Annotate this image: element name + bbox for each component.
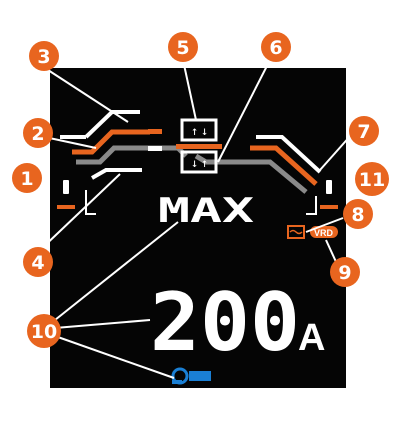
mode-text: MAX [158,191,255,231]
callout-11: 11 [355,162,389,196]
svg-text:5: 5 [176,37,189,59]
svg-text:↓: ↓ [191,156,198,170]
callout-2: 2 [23,118,53,148]
svg-text:10: 10 [31,321,57,343]
callout-9: 9 [330,257,360,287]
wire-feed-up-indicator: ↑ ↓ [176,118,222,149]
right-torch-icon [320,180,338,209]
svg-text:1: 1 [20,168,33,190]
right-bracket [306,196,317,215]
callout-10: 10 [27,314,61,348]
svg-text:9: 9 [338,262,351,284]
callout-8: 8 [343,199,373,229]
svg-text:7: 7 [357,121,370,143]
callout-6: 6 [261,32,291,62]
vrd-icon: VRD [310,226,338,238]
callout-badges: 1 2 3 4 5 6 7 8 9 10 11 [12,32,389,348]
current-value: 200 [150,276,300,369]
svg-text:6: 6 [269,37,282,59]
svg-text:↑: ↑ [191,124,198,138]
callout-7: 7 [349,116,379,146]
vrd-label: VRD [314,228,334,238]
svg-text:↑: ↑ [201,156,208,170]
left-bracket [85,190,96,215]
svg-text:4: 4 [31,252,44,274]
wire-feed-down-indicator: ↓ ↑ [180,150,218,174]
callout-5: 5 [168,32,198,62]
callout-3: 3 [29,41,59,71]
svg-text:11: 11 [359,169,385,191]
current-unit: A [298,317,325,359]
svg-text:3: 3 [37,46,50,68]
right-wire-path [194,135,322,194]
svg-text:2: 2 [31,123,44,145]
left-torch-icon [57,180,75,209]
svg-text:↓: ↓ [201,124,208,138]
callout-4: 4 [23,247,53,277]
water-cooling-icon [287,225,305,239]
callout-leaders [37,57,353,379]
remote-control-icon [171,367,211,385]
callout-1: 1 [12,163,42,193]
svg-text:8: 8 [351,204,364,226]
